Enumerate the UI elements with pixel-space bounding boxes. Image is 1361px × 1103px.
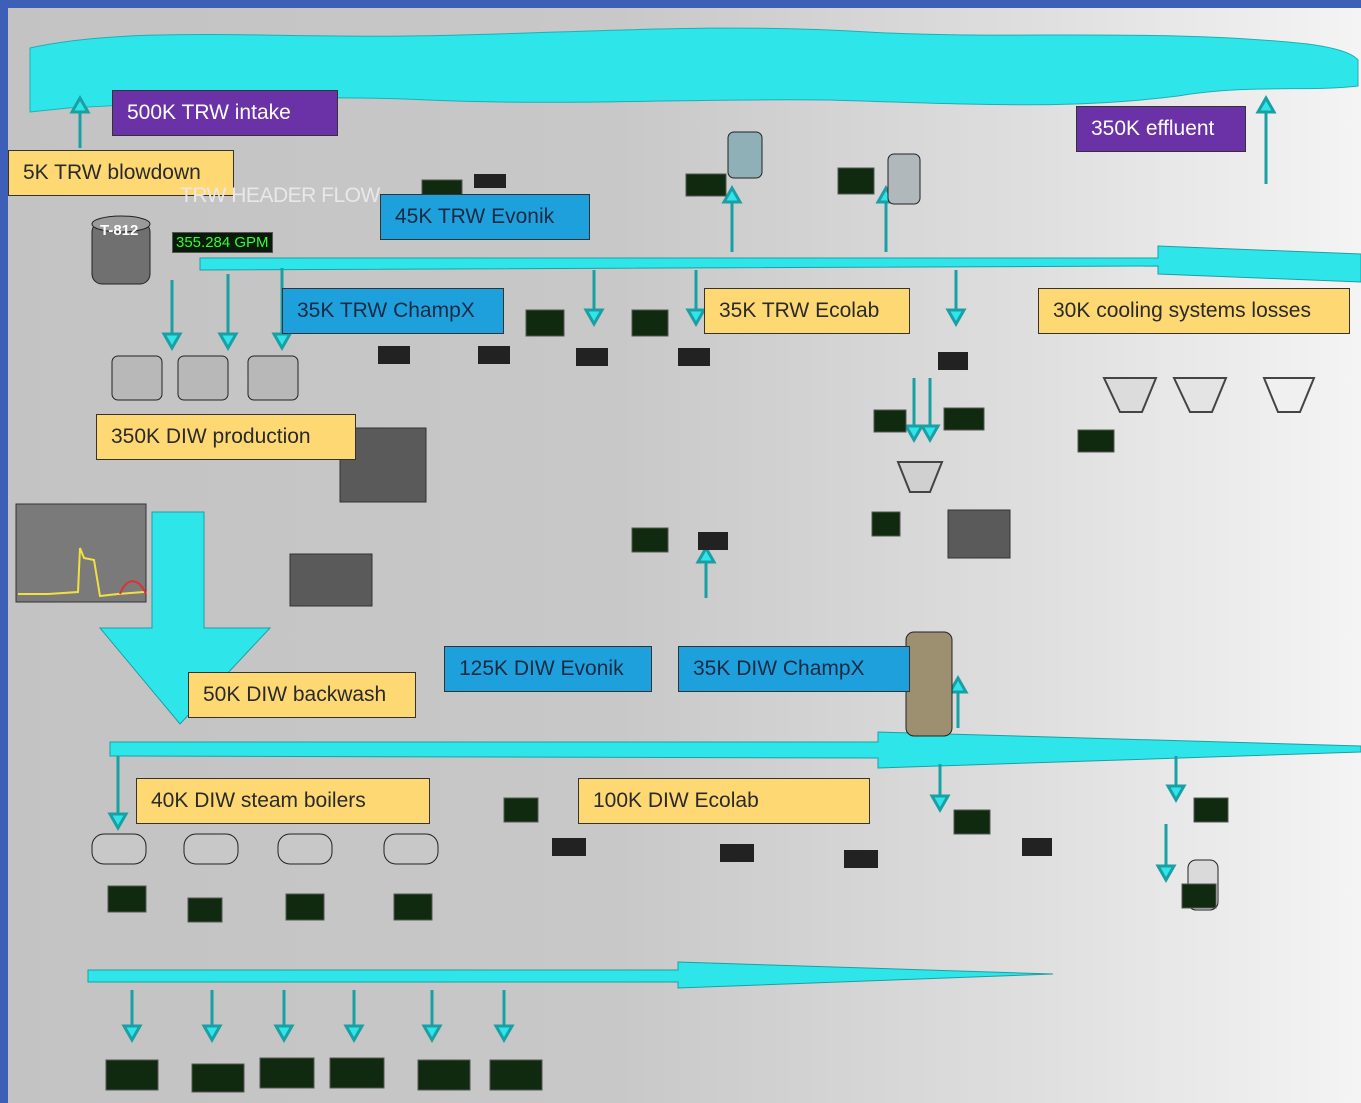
diagram-graphics — [15, 27, 1361, 1093]
label-trw-blowdown: 5K TRW blowdown — [8, 150, 234, 196]
label-trw-champx: 35K TRW ChampX — [282, 288, 504, 334]
river-stream — [29, 27, 1359, 113]
label-diw-champx: 35K DIW ChampX — [678, 646, 910, 692]
header-flow-title: TRW HEADER FLOW — [180, 184, 380, 207]
grey-panels — [289, 427, 1011, 607]
trw-header-pipe — [199, 245, 1361, 283]
process-diagram: 500K TRW intake 5K TRW blowdown 45K TRW … — [8, 8, 1361, 1103]
label-cooling-losses: 30K cooling systems losses — [1038, 288, 1350, 334]
label-effluent: 350K effluent — [1076, 106, 1246, 152]
label-diw-steam-boilers: 40K DIW steam boilers — [136, 778, 430, 824]
tank-t812 — [91, 215, 151, 285]
di-vessels — [111, 355, 299, 401]
label-diw-ecolab: 100K DIW Ecolab — [578, 778, 870, 824]
pump-icons — [378, 174, 1052, 868]
label-trw-intake: 500K TRW intake — [112, 90, 338, 136]
flow-arrows — [69, 94, 1277, 1044]
tank-t812-label: T-812 — [100, 222, 139, 239]
label-trw-ecolab: 35K TRW Ecolab — [704, 288, 910, 334]
label-trw-evonik: 45K TRW Evonik — [380, 194, 590, 240]
diw-header-pipe — [109, 731, 1361, 769]
label-diw-evonik: 125K DIW Evonik — [444, 646, 652, 692]
silos — [727, 131, 1219, 911]
label-diw-production: 350K DIW production — [96, 414, 356, 460]
boilers — [91, 833, 439, 865]
label-diw-backwash: 50K DIW backwash — [188, 672, 416, 718]
trend-chart-panel — [15, 503, 147, 603]
cooling-towers — [896, 377, 1316, 493]
header-flow-value: 355.284 GPM — [172, 232, 273, 253]
steam-header-pipe — [87, 961, 1054, 989]
